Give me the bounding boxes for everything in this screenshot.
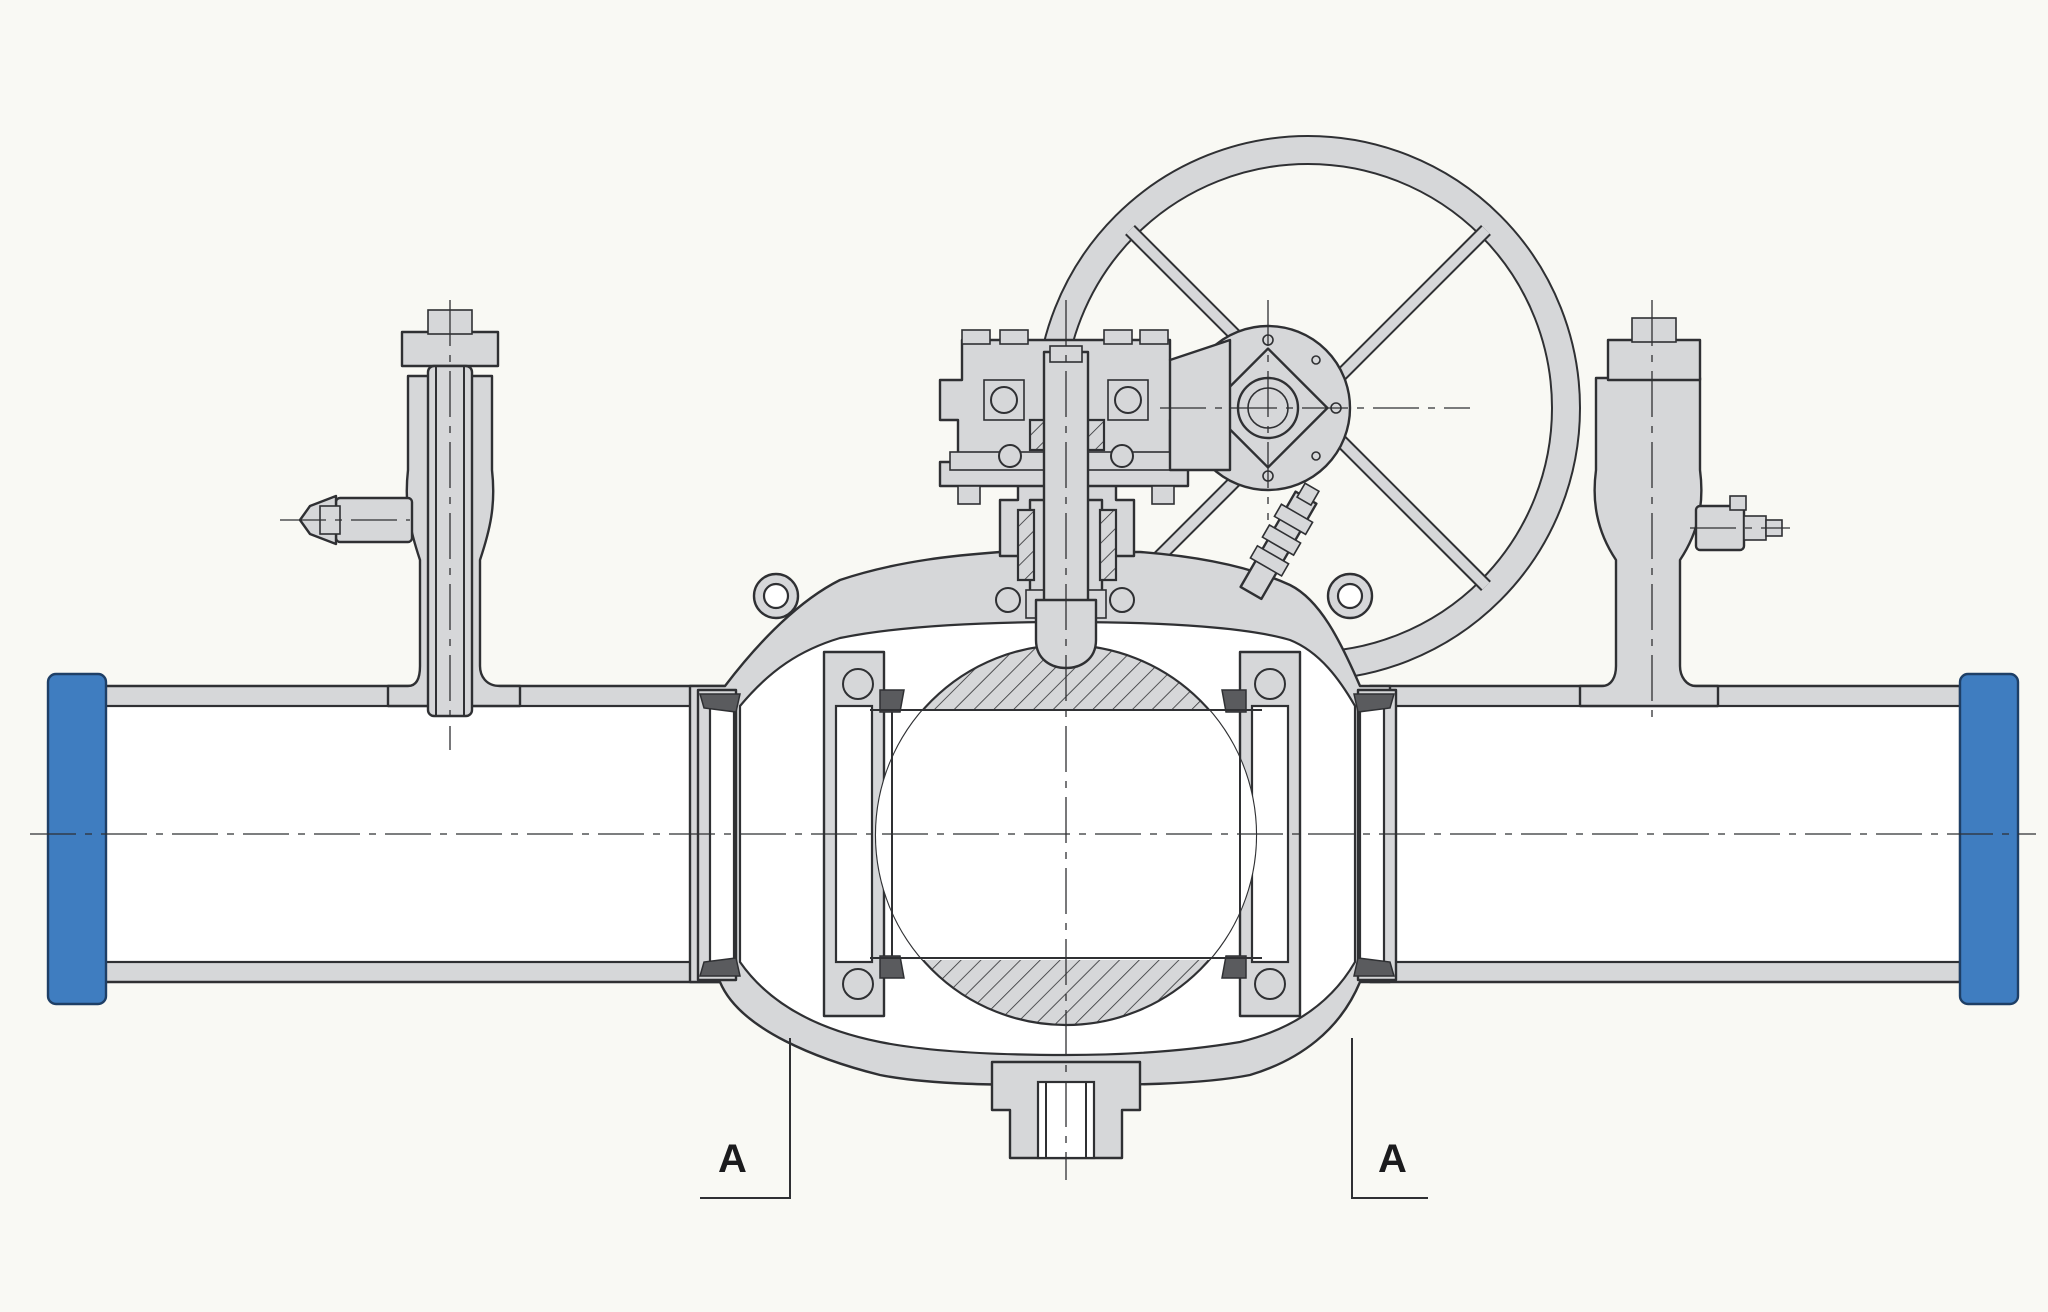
lifting-lug-right — [1326, 572, 1374, 620]
sealant-injection-fitting — [1239, 482, 1321, 601]
lifting-lug-left — [752, 572, 800, 620]
section-marker-right — [1351, 1038, 1428, 1199]
section-label-right: A — [1378, 1137, 1407, 1181]
vent-stack-left — [298, 309, 522, 718]
section-marker-left — [700, 1038, 791, 1199]
section-label-left: A — [718, 1137, 747, 1181]
vent-stack-right — [1578, 317, 1783, 708]
flange-right — [1958, 672, 2020, 1006]
centerlines — [30, 300, 2036, 1180]
flange-left — [46, 672, 108, 1006]
